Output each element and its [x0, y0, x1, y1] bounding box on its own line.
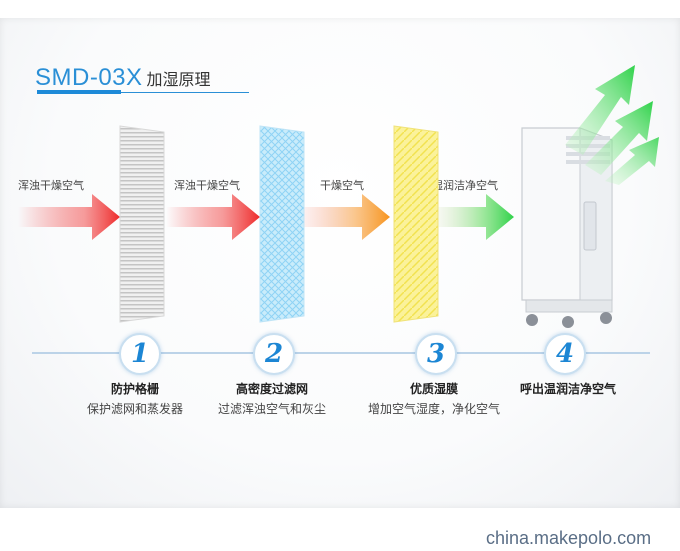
protective-grille	[119, 125, 165, 323]
air-label-4: 湿润洁净空气	[432, 179, 498, 192]
step-4-title: 呼出温润洁净空气	[519, 382, 616, 396]
step-2-desc: 过滤浑浊空气和灰尘	[217, 402, 326, 416]
step-2-number: 2	[253, 333, 295, 375]
step-1-number: 1	[119, 333, 161, 375]
arrow-red-2-icon	[166, 194, 260, 240]
step-3-number: 3	[415, 333, 457, 375]
air-label-2: 浑浊干燥空气	[174, 179, 240, 192]
step-3-desc: 增加空气湿度，净化空气	[367, 402, 500, 416]
title-underline-thin	[121, 92, 249, 93]
title-model: SMD-03X	[35, 64, 143, 91]
watermark: china.makepolo.com	[486, 528, 652, 548]
step-1-desc: 保护滤网和蒸发器	[86, 402, 183, 416]
arrow-orange-icon	[300, 194, 390, 240]
output-air-arrows-icon	[565, 65, 659, 185]
arrow-green-icon	[432, 194, 514, 240]
step-2-title: 高密度过滤网	[235, 382, 308, 396]
air-label-3: 干燥空气	[320, 179, 364, 192]
air-label-1: 浑浊干燥空气	[18, 179, 84, 192]
title-underline-thick	[37, 90, 121, 94]
title-text: 加湿原理	[146, 70, 211, 89]
wet-membrane	[393, 125, 439, 323]
process-axis	[32, 352, 650, 354]
step-4-number: 4	[544, 333, 586, 375]
arrow-red-1-icon	[18, 194, 120, 240]
step-3-title: 优质湿膜	[409, 382, 458, 396]
high-density-filter	[259, 125, 305, 323]
step-1-title: 防护格栅	[110, 382, 159, 396]
